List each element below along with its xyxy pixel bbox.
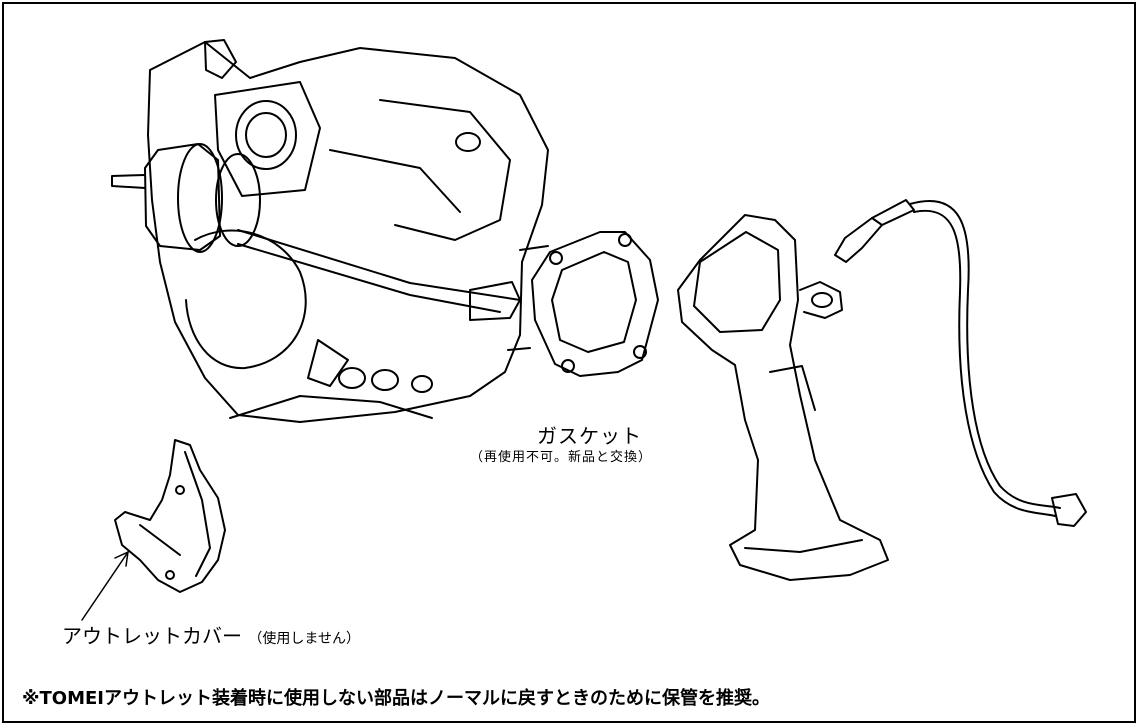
outlet-cover-note: （使用しません）: [248, 631, 360, 647]
outlet-cover-name: アウトレットカバー: [62, 624, 242, 648]
outlet-cover-label: アウトレットカバー （使用しません）: [62, 620, 360, 649]
o2-sensor-drawing: [834, 199, 1087, 527]
storage-recommendation-note: ※TOMEIアウトレット装着時に使用しない部品はノーマルに戻すときのために保管を…: [22, 688, 770, 709]
turbocharger-drawing: [111, 39, 549, 423]
gasket-drawing: [531, 231, 659, 377]
gasket-label: ガスケット: [537, 424, 642, 448]
outlet-cover-arrow: [81, 551, 129, 621]
outlet-pipe-drawing: [677, 214, 889, 581]
outlet-cover-drawing: [114, 439, 226, 593]
gasket-note: （再使用不可。新品と交換）: [470, 450, 653, 465]
